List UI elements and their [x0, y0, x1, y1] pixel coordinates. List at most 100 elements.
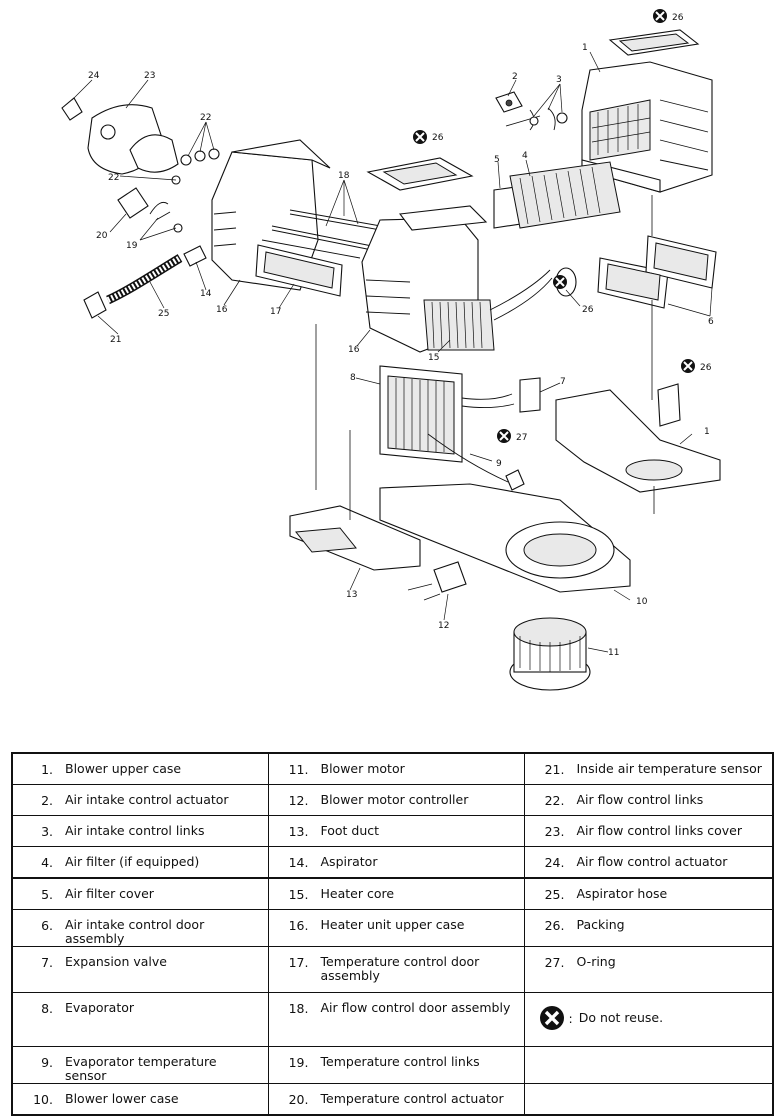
legend-cell: 26.Packing	[523, 909, 774, 947]
callout-5: 5	[494, 155, 500, 165]
legend-cell: 16. Heater unit upper case	[267, 909, 525, 947]
legend-number: 16.	[288, 918, 309, 933]
legend-label: O-ring	[576, 954, 616, 969]
part-26-packing-top	[608, 29, 700, 56]
callout-labels: 26 1 2 3 5 4 26 18 22 23 24 22 20 19 14 …	[88, 13, 714, 658]
legend-cell: 22.Air flow control links	[523, 784, 774, 816]
callout-26-top: 26	[672, 13, 684, 23]
legend-cell	[523, 1083, 774, 1116]
legend-number: 19.	[288, 1055, 309, 1070]
legend-number: 26.	[544, 918, 565, 933]
callout-26-lower: 26	[700, 363, 712, 373]
legend-label: Temperature control actuator	[320, 1091, 504, 1106]
part-7-expansion-valve	[519, 377, 541, 413]
legend-cell: 7. Expansion valve	[11, 946, 269, 993]
legend-cell: 2.Air intake control actuator	[11, 784, 269, 816]
legend-label: Inside air temperature sensor	[576, 761, 762, 776]
callout-26-right: 26	[582, 305, 594, 315]
legend-number: 5.	[41, 887, 53, 902]
legend-cell: 14. Aspirator	[267, 846, 525, 879]
legend-row: 6.Air intake control door assembly 16. Hea…	[11, 909, 774, 947]
legend-cell: 25.Aspirator hose	[523, 877, 774, 910]
part-19-temp-links	[149, 201, 183, 233]
legend-number: 15.	[288, 887, 309, 902]
legend-label: Do not reuse.	[578, 1010, 664, 1025]
callout-26-heater: 26	[432, 133, 444, 143]
do-not-reuse-icon	[525, 1005, 569, 1031]
legend-number: 18.	[288, 1001, 309, 1016]
legend-cell: 4.Air filter (if equipped)	[11, 846, 269, 879]
callout-8: 8	[350, 373, 356, 383]
legend-cell: 17. Temperature control door assembly	[267, 946, 525, 993]
callout-14: 14	[200, 289, 212, 299]
callout-3: 3	[556, 75, 562, 85]
legend-number: 14.	[288, 855, 309, 870]
legend-cell: 12. Blower motor controller	[267, 784, 525, 816]
callout-9: 9	[496, 459, 502, 469]
part-12-blower-motor-controller	[407, 561, 467, 601]
exploded-hvac-diagram: 26 1 2 3 5 4 26 18 22 23 24 22 20 19 14 …	[61, 9, 721, 691]
legend-cell: 15.Heater core	[267, 877, 525, 910]
legend-label: Evaporator	[65, 1000, 135, 1015]
legend-cell: 20.Temperature control actuator	[267, 1083, 525, 1116]
legend-label: Aspirator	[320, 854, 378, 869]
part-24-air-flow-actuator	[61, 97, 83, 121]
legend-cell: 6.Air intake control door assembly	[11, 909, 269, 947]
callout-10: 10	[636, 597, 648, 607]
callout-15: 15	[428, 353, 439, 363]
callout-19: 19	[126, 241, 138, 251]
legend-cell: 10. Blower lower case	[11, 1083, 269, 1116]
legend-cell: 5. Air filter cover	[11, 877, 269, 910]
legend-label: Blower lower case	[65, 1091, 179, 1106]
legend-label: Air flow control door assembly	[320, 1000, 511, 1015]
callout-16-right: 16	[348, 345, 360, 355]
legend-label: Evaporator temperature sensor	[65, 1054, 217, 1083]
legend-label: Heater unit upper case	[320, 917, 465, 932]
legend-label: Air intake control door assembly	[65, 917, 205, 946]
part-8-evaporator	[379, 365, 515, 463]
callout-23: 23	[144, 71, 155, 81]
legend-cell: 13.Foot duct	[267, 815, 525, 847]
part-26-packing-heater	[366, 157, 474, 191]
guide-lines	[315, 195, 655, 520]
legend-label: Air filter cover	[65, 886, 154, 901]
legend-cell	[523, 1046, 774, 1084]
legend-label: Blower motor controller	[320, 792, 469, 807]
part-17-temp-control-door	[255, 244, 343, 297]
legend-label: Air filter (if equipped)	[65, 854, 200, 869]
callout-13: 13	[346, 590, 357, 600]
legend-number: 11.	[288, 762, 309, 777]
part-4-air-filter	[509, 161, 621, 229]
legend-cell: 11.Blower motor	[267, 752, 525, 785]
callout-21: 21	[110, 335, 121, 345]
legend-number: 12.	[288, 793, 309, 808]
legend-label: Air flow control links	[576, 792, 704, 807]
callout-6: 6	[708, 317, 714, 327]
legend-colon: :	[568, 1011, 573, 1026]
legend-number: 17.	[288, 955, 309, 970]
part-9-evap-temp-sensor	[427, 433, 525, 491]
legend-label: Temperature control links	[320, 1054, 480, 1069]
leader-lines	[71, 51, 713, 653]
part-14-aspirator	[183, 245, 207, 267]
legend-number: 3.	[41, 824, 53, 839]
legend-row: 2.Air intake control actuator 12. Blower m…	[11, 784, 774, 816]
legend-row: 10. Blower lower case 20.Temperature contr…	[11, 1083, 774, 1116]
part-25-aspirator-hose	[106, 254, 183, 305]
callout-12: 12	[438, 621, 449, 631]
legend-label: Foot duct	[320, 823, 380, 838]
part-22-air-flow-links	[129, 134, 220, 185]
legend-cell: : Do not reuse.	[523, 992, 774, 1047]
callout-11: 11	[608, 648, 619, 658]
part-10-blower-lower-case	[379, 483, 631, 593]
legend-label: Expansion valve	[65, 954, 167, 969]
legend-label: Temperature control door assembly	[320, 954, 480, 983]
legend-number: 10.	[33, 1092, 53, 1107]
legend-number: 7.	[41, 955, 53, 970]
callout-17: 17	[270, 307, 281, 317]
legend-cell: 27.O-ring	[523, 946, 774, 993]
